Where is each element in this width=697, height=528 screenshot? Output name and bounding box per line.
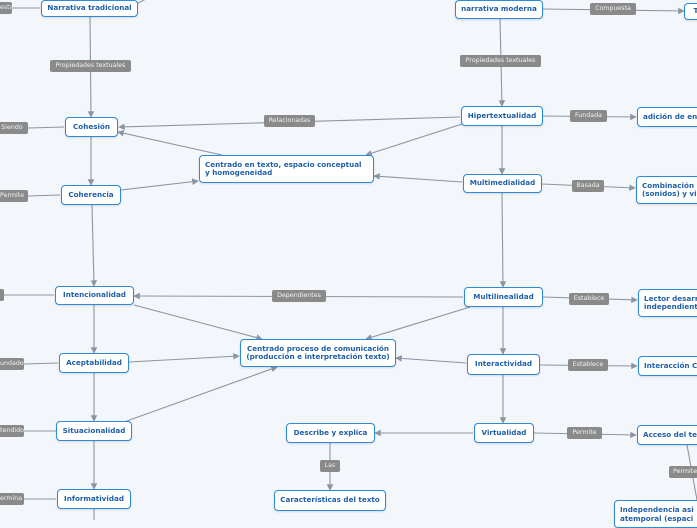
edge-permite-left: [27, 194, 61, 197]
edge-coherencia-intencionalidad: [90, 204, 98, 287]
node-centrado-texto[interactable]: Centrado en texto, espacio conceptual y …: [199, 155, 374, 183]
node-narrativa-moderna[interactable]: narrativa moderna: [455, 0, 543, 19]
node-describe[interactable]: Describe y explica: [286, 423, 375, 443]
node-virtualidad[interactable]: Virtualidad: [474, 423, 534, 443]
node-adicion[interactable]: adición de en: [637, 107, 697, 127]
label-propiedades-textuales-2[interactable]: Propiedades textuales: [460, 55, 541, 67]
label-partial-left[interactable]: [0, 289, 4, 301]
edge-interactividad-proceso: [395, 355, 467, 364]
edge-multimedia-multilineal: [499, 192, 507, 288]
node-multimedialidad[interactable]: Multimedialidad: [463, 174, 542, 193]
node-lector[interactable]: Lector desarr independient: [638, 289, 697, 317]
label-las[interactable]: Las: [320, 460, 340, 472]
node-coherencia[interactable]: Coherencia: [61, 185, 121, 205]
node-combinacion[interactable]: Combinación (sonidos) y vi: [636, 176, 697, 204]
node-interaccion[interactable]: Interacción C: [638, 356, 697, 376]
node-centrado-proceso[interactable]: Centrado proceso de comunicación (produc…: [240, 339, 396, 367]
edge-centrado-cohesion: [117, 130, 223, 156]
edge-siendo: [27, 126, 65, 129]
label-tendido[interactable]: tendido: [0, 425, 24, 437]
edge-hiper-centrado: [365, 123, 463, 157]
node-cohesion[interactable]: Cohesión: [65, 117, 118, 137]
node-hipertextualidad[interactable]: Hipertextualidad: [461, 106, 543, 126]
label-propiedades-textuales-1[interactable]: Propiedades textuales: [50, 60, 131, 72]
label-permite-3[interactable]: Permite: [669, 466, 697, 478]
edge-fundado-left: [23, 362, 59, 365]
node-situacionalidad[interactable]: Situacionalidad: [56, 421, 132, 441]
node-aceptabilidad[interactable]: Aceptabilidad: [59, 353, 129, 373]
label-establece-2[interactable]: Establece: [568, 359, 608, 371]
edge-narrativa-topright: [137, 0, 146, 4]
label-permite-2[interactable]: Permite: [567, 427, 602, 439]
node-t-partial[interactable]: T: [684, 3, 697, 20]
node-caracteristicas[interactable]: Características del texto: [274, 490, 386, 511]
label-relacionadas[interactable]: Relacionadas: [264, 115, 315, 127]
label-dependientes[interactable]: Dependientes: [272, 290, 326, 302]
edge-aceptabilidad-proceso: [128, 353, 240, 363]
edge-coherencia-centrado: [120, 178, 199, 191]
node-interactividad[interactable]: Interactividad: [467, 354, 540, 375]
label-permite-1[interactable]: Permite: [0, 190, 28, 202]
node-multilinealidad[interactable]: Multilinealidad: [464, 287, 543, 307]
label-compuesta[interactable]: Compuesta: [590, 3, 636, 15]
edge-multilineal-proceso: [365, 306, 471, 341]
label-siendo[interactable]: Siendo: [0, 122, 28, 134]
label-fundado[interactable]: undado: [0, 358, 24, 370]
node-informatividad[interactable]: Informatividad: [57, 489, 131, 509]
node-independencia[interactable]: Independencia asi atemporal (espaci: [614, 500, 697, 528]
label-fundada[interactable]: Fundada: [570, 110, 607, 122]
edge-multimedia-centrado: [373, 173, 463, 183]
edge-intencionalidad-proceso: [133, 304, 263, 341]
label-establece-1[interactable]: Establece: [569, 293, 609, 305]
label-termina[interactable]: ermina: [0, 493, 24, 505]
edge-situacionalidad-proceso: [123, 365, 278, 423]
label-basada[interactable]: Basada: [572, 180, 604, 192]
node-intencionalidad[interactable]: Intencionalidad: [55, 286, 134, 305]
node-acceso[interactable]: Acceso del te: [637, 425, 697, 445]
label-esta-partial[interactable]: esta: [0, 2, 12, 14]
node-narrativa-tradicional[interactable]: Narrativa tradicional: [41, 0, 138, 17]
